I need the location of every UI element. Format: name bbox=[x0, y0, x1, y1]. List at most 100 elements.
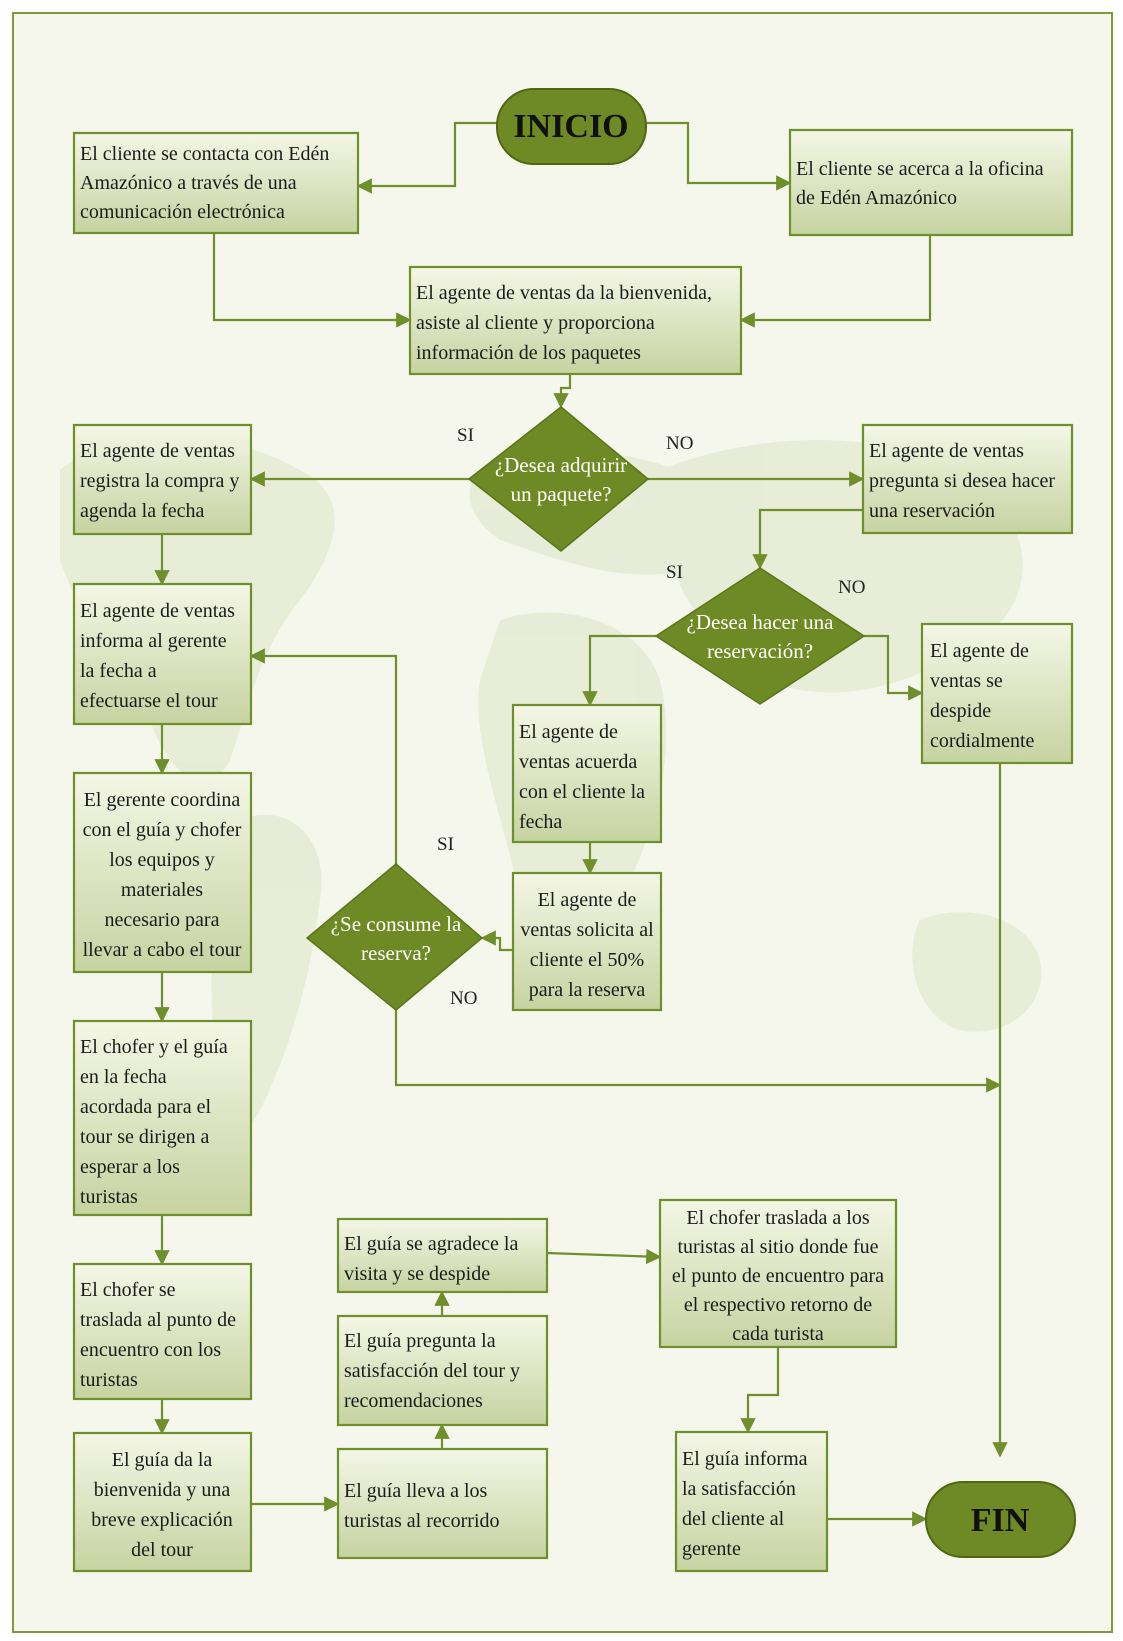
node-text: El cliente se acerca a la oficina de Edén… bbox=[796, 158, 1044, 209]
node-text-line: pregunta si desea hacer bbox=[869, 470, 1055, 492]
node-text-line: agenda la fecha bbox=[80, 500, 204, 522]
node-text-line: recomendaciones bbox=[344, 1390, 483, 1412]
node-text-line: una reservación bbox=[869, 500, 995, 522]
node-text-line: ¿Desea adquirir bbox=[495, 453, 627, 477]
process-box-guia-pregunta: El guía pregunta la satisfacción del tour… bbox=[336, 1314, 549, 1427]
node-text-line: tour se dirigen a bbox=[80, 1126, 210, 1148]
node-text-line: reserva? bbox=[361, 941, 431, 965]
node-text-line: El agente de bbox=[519, 721, 618, 743]
connector-agradece-to-traslada-sitio bbox=[546, 1248, 662, 1265]
node-text-line: El chofer traslada a los bbox=[686, 1207, 869, 1229]
node-text-line: cada turista bbox=[732, 1323, 824, 1345]
start-label: INICIO bbox=[513, 108, 628, 145]
node-text-line: ventas acuerda bbox=[519, 751, 637, 773]
node-text-line: El gerente coordina bbox=[84, 789, 241, 811]
node-text-line: El guía se agradece la bbox=[344, 1233, 518, 1255]
node-text-line: encuentro con los bbox=[80, 1339, 221, 1361]
process-box-acuerda-fecha: El agente de ventas acuerda con el cliente… bbox=[511, 703, 663, 844]
node-text-line: información de los paquetes bbox=[416, 342, 641, 364]
node-text-line: cordialmente bbox=[930, 730, 1035, 752]
node-text-line: El agente de ventas da la bienvenida, bbox=[416, 282, 712, 304]
node-text-line: ¿Desea hacer una bbox=[687, 610, 835, 634]
process-box-chofer-traslada-sitio: El chofer traslada a los turistas al siti… bbox=[658, 1198, 898, 1349]
label-paquete-si: SI bbox=[457, 425, 474, 446]
node-text-line: turistas al sitio donde fue bbox=[677, 1236, 878, 1258]
process-box-guia-bienvenida: El guía da la bienvenida y una breve expli… bbox=[72, 1431, 253, 1573]
node-text-line: la fecha a bbox=[80, 660, 157, 682]
connectors bbox=[154, 121, 1008, 1527]
node-text-line: de Edén Amazónico bbox=[796, 187, 957, 209]
node-text-line: turistas bbox=[80, 1186, 138, 1208]
node-text-line: efectuarse el tour bbox=[80, 690, 218, 712]
branch-labels: SI NO SI NO SI NO bbox=[437, 425, 865, 1009]
node-text-line: en la fecha bbox=[80, 1066, 167, 1088]
node-text-line: el punto de encuentro para bbox=[672, 1265, 884, 1287]
node-text-line: El cliente se acerca a la oficina bbox=[796, 158, 1044, 180]
label-paquete-no: NO bbox=[666, 433, 693, 454]
node-text-line: breve explicación bbox=[91, 1509, 233, 1531]
node-text-line: con el cliente la bbox=[519, 781, 645, 803]
node-text-line: informa al gerente bbox=[80, 630, 227, 652]
process-box-acerca-oficina: El cliente se acerca a la oficina de Edén… bbox=[788, 128, 1074, 237]
node-text-line: El agente de bbox=[538, 889, 637, 911]
node-text-line: Amazónico a través de una bbox=[80, 172, 297, 194]
node-text-line: fecha bbox=[519, 811, 562, 833]
node-text-line: la satisfacción bbox=[682, 1478, 796, 1500]
node-text-line: comunicación electrónica bbox=[80, 201, 285, 223]
node-text-line: del tour bbox=[131, 1539, 193, 1561]
end-terminal: FIN bbox=[925, 1481, 1076, 1558]
node-text-line: gerente bbox=[682, 1538, 741, 1560]
node-text: El agente de ventas se despide cordialmente bbox=[930, 640, 1035, 752]
node-text-line: turistas bbox=[80, 1369, 138, 1391]
label-reserva-no: NO bbox=[450, 988, 477, 1009]
node-text-line: El agente de bbox=[930, 640, 1029, 662]
node-text-line: bienvenida y una bbox=[94, 1479, 231, 1501]
connector-solicita-to-consume bbox=[480, 930, 513, 952]
process-box-bienvenida-agente: El agente de ventas da la bienvenida,asi… bbox=[408, 265, 743, 376]
node-text-line: El cliente se contacta con Edén bbox=[80, 143, 329, 165]
decision-adquirir-paquete: ¿Desea adquirir un paquete? bbox=[467, 406, 650, 552]
node-text: El guía pregunta la satisfacción del tour… bbox=[344, 1330, 520, 1412]
node-text-line: registra la compra y bbox=[80, 470, 239, 492]
connector-start-to-office bbox=[646, 121, 792, 191]
label-reserva-si: SI bbox=[437, 834, 454, 855]
connector-agent-to-paquete bbox=[553, 374, 572, 409]
node-text-line: El guía pregunta la bbox=[344, 1330, 496, 1352]
end-label: FIN bbox=[971, 1502, 1030, 1539]
node-text-line: satisfacción del tour y bbox=[344, 1360, 520, 1382]
node-text-line: despide bbox=[930, 700, 991, 722]
node-text-line: turistas al recorrido bbox=[344, 1510, 500, 1532]
node-text-line: un paquete? bbox=[511, 482, 612, 506]
connector-start-to-electronic bbox=[356, 121, 497, 194]
connector-reservacion-no bbox=[864, 634, 924, 701]
node-text: ¿Desea adquirir un paquete? bbox=[495, 453, 627, 506]
node-text-line: El guía da la bbox=[112, 1449, 213, 1471]
node-text-line: ventas se bbox=[930, 670, 1003, 692]
node-text-line: llevar a cabo el tour bbox=[83, 939, 242, 961]
label-reservacion-no: NO bbox=[838, 577, 865, 598]
connector-consume-no bbox=[394, 1010, 1002, 1093]
node-text: El agente de ventas da la bienvenida,asi… bbox=[416, 282, 712, 364]
node-text: El agente de ventas acuerda con el cliente… bbox=[519, 721, 645, 833]
node-text-line: del cliente al bbox=[682, 1508, 785, 1530]
